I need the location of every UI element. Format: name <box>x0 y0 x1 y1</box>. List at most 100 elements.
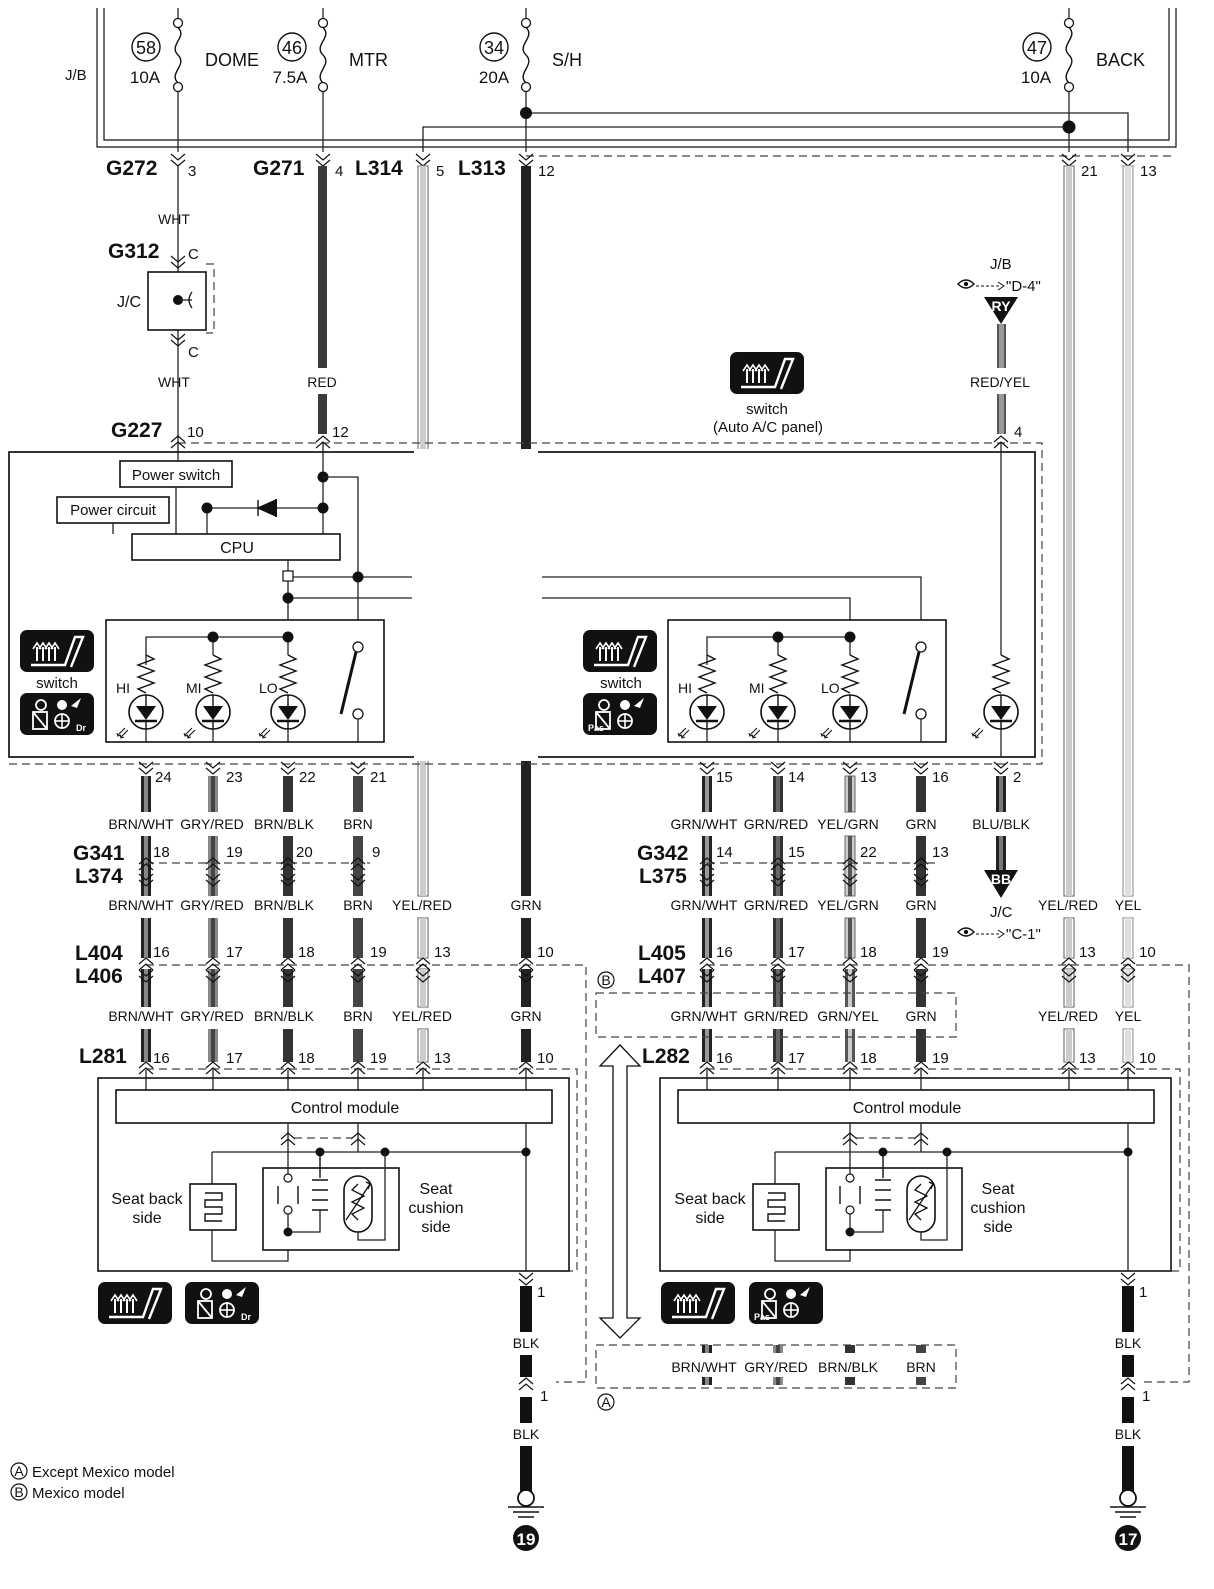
joint-connector-g312: G312 C J/C C <box>108 240 215 361</box>
l282-pin-2: 18 <box>860 1050 877 1067</box>
level-lo-right: LO <box>821 680 840 696</box>
bb-mark: BB <box>991 871 1011 887</box>
box-b-mark: B <box>601 972 610 988</box>
lbl3-5: GRN <box>510 1008 541 1024</box>
cpu-label: CPU <box>220 540 254 557</box>
g342-pin-13: 13 <box>932 844 949 861</box>
g312-pin-bottom: C <box>188 344 199 361</box>
right-heater-pas-mark: Pas <box>754 1312 770 1322</box>
lbl3-r4: YEL/RED <box>1038 1008 1098 1024</box>
passenger-switch-panel: HI MI LO switch Pas <box>581 452 1020 757</box>
g342-pin-15: 15 <box>788 844 805 861</box>
left-gnd-pin-1: 1 <box>537 1284 545 1301</box>
l282-pin-3: 19 <box>932 1050 949 1067</box>
l281-pin-4: 13 <box>434 1050 451 1067</box>
legend-a-mark: A <box>14 1463 24 1479</box>
fuse-mtr-rating: 7.5A <box>273 68 309 87</box>
l282-pin-0: 16 <box>716 1050 733 1067</box>
connector-g341: G341 L374 18 19 20 9 <box>73 842 380 888</box>
wire-labels-switch: BRN/WHT GRY/RED BRN/BLK BRN GRN/WHT GRN/… <box>108 816 1030 832</box>
driver-switch-label: switch <box>36 675 78 692</box>
ry-jb-label: J/B <box>990 256 1012 273</box>
l404-pin-0: 16 <box>153 944 170 961</box>
g342-name: G342 <box>637 842 688 865</box>
wire-wht-label-2: WHT <box>158 374 190 390</box>
right-seat-back-1: Seat back <box>674 1191 746 1208</box>
lblb-0: GRN/WHT <box>671 1008 738 1024</box>
fuse-mtr-number: 46 <box>282 38 302 58</box>
right-seat-cushion-3: side <box>983 1219 1012 1236</box>
lbl2-4: YEL/RED <box>392 897 452 913</box>
right-seat-back-2: side <box>695 1210 724 1227</box>
left-heater-driver-mark: Dr <box>241 1312 251 1322</box>
l314-pin: 5 <box>436 163 444 180</box>
right-gnd-pin-2: 1 <box>1142 1388 1150 1405</box>
power-circuit-label: Power circuit <box>70 502 157 519</box>
back-pin-21: 21 <box>1081 163 1098 180</box>
lbl-yelgrn-1: YEL/GRN <box>817 816 878 832</box>
lbl2-r3: GRN <box>905 897 936 913</box>
fuse-dome-rating: 10A <box>130 68 161 87</box>
g341-pin-9: 9 <box>372 844 380 861</box>
l405-pin-4: 13 <box>1079 944 1096 961</box>
lbl-brnblk-1: BRN/BLK <box>254 816 315 832</box>
l314-name: L314 <box>355 157 403 180</box>
ac-switch-sub: (Auto A/C panel) <box>713 419 823 436</box>
l404-name: L404 <box>75 942 123 965</box>
ac-switch-label: switch <box>746 401 788 418</box>
lbl-grn-1: GRN <box>905 816 936 832</box>
eye-icon-2 <box>957 927 975 937</box>
level-mi-right: MI <box>749 680 765 696</box>
lbl2-0: BRN/WHT <box>108 897 174 913</box>
lbl3-0: BRN/WHT <box>108 1008 174 1024</box>
fuse-back-rating: 10A <box>1021 68 1052 87</box>
wire-wht: WHT WHT <box>158 166 190 452</box>
l375-name: L375 <box>639 865 687 888</box>
non-mexico-box-a: A BRN/WHT GRY/RED BRN/BLK BRN <box>595 1344 957 1411</box>
driver-mark: Dr <box>76 723 86 733</box>
l406-name: L406 <box>75 965 123 988</box>
lbl3-2: BRN/BLK <box>254 1008 315 1024</box>
fuse-back-name: BACK <box>1096 50 1145 70</box>
lbl2-r0: GRN/WHT <box>671 897 738 913</box>
g342-pin-14: 14 <box>716 844 733 861</box>
right-blk-1: BLK <box>1115 1335 1142 1351</box>
lbl2-r2: YEL/GRN <box>817 897 878 913</box>
ground-left: 1 BLK 1 BLK 19 <box>508 1272 548 1551</box>
l405-pin-0: 16 <box>716 944 733 961</box>
level-hi-left: HI <box>116 680 130 696</box>
l281-pin-0: 16 <box>153 1050 170 1067</box>
fuse-mtr: 46 7.5A MTR <box>273 8 388 93</box>
left-seat-cushion-2: cushion <box>408 1200 463 1217</box>
ground-19: 19 <box>517 1530 536 1549</box>
g312-name: G312 <box>108 240 159 263</box>
right-heater-icon <box>659 1280 737 1326</box>
g227-pin-4: 4 <box>1014 424 1022 441</box>
g341-pin-18: 18 <box>153 844 170 861</box>
fuse-sh-number: 34 <box>484 38 504 58</box>
l281-pin-1: 17 <box>226 1050 243 1067</box>
right-seat-cushion-2: cushion <box>970 1200 1025 1217</box>
lbla-2: BRN/BLK <box>818 1359 879 1375</box>
sw-pin-22: 22 <box>299 769 316 786</box>
fuse-mtr-name: MTR <box>349 50 388 70</box>
g271-pin: 4 <box>335 163 343 180</box>
lbl3-r5: YEL <box>1115 1008 1142 1024</box>
lbl-gryred-1: GRY/RED <box>180 816 244 832</box>
bb-reference: BB J/C "C-1" <box>957 871 1041 943</box>
lbl2-r4: YEL/RED <box>1038 897 1098 913</box>
passenger-heater-icon <box>581 628 659 674</box>
left-heater-icon <box>96 1280 174 1326</box>
g227-name: G227 <box>111 419 162 442</box>
jc-label: J/C <box>117 294 141 311</box>
back-pin-13: 13 <box>1140 163 1157 180</box>
legend-b-mark: B <box>14 1484 23 1500</box>
passenger-mark: Pas <box>588 723 604 733</box>
l407-name: L407 <box>638 965 686 988</box>
right-blk-2: BLK <box>1115 1426 1142 1442</box>
legend-a-text: Except Mexico model <box>32 1464 175 1481</box>
bb-c1: "C-1" <box>1006 926 1041 943</box>
seat-heater-icon <box>728 350 806 396</box>
right-gnd-pin-1: 1 <box>1139 1284 1147 1301</box>
lbl2-1: GRY/RED <box>180 897 244 913</box>
